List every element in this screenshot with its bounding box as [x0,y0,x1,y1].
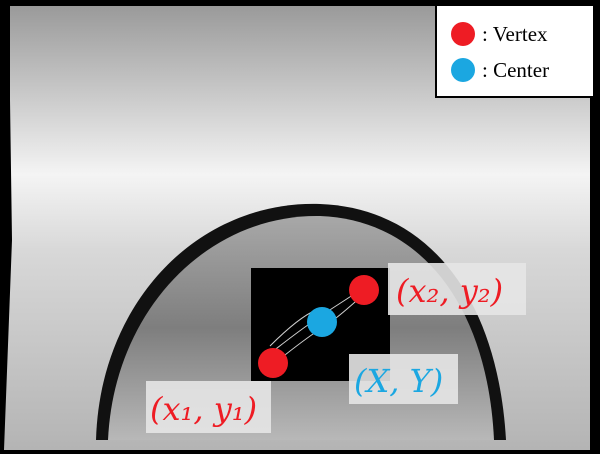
legend-vertex-marker [451,22,475,46]
center-label: (X, Y) [354,362,443,400]
legend: : Vertex : Center [435,4,595,98]
legend-vertex-label: : Vertex [482,22,548,46]
legend-box [435,4,595,98]
center-point [307,307,337,337]
vertex2-point [349,275,379,305]
vertex2-label: (x₂, y₂) [396,272,503,310]
center-label-box [349,354,458,404]
vertex2-label-box [388,263,526,315]
legend-center-marker [451,58,475,82]
vertex1-point [258,348,288,378]
legend-center-label: : Center [482,58,549,82]
vertex1-label-box [146,381,271,433]
vertex1-label: (x₁, y₁) [150,390,257,428]
